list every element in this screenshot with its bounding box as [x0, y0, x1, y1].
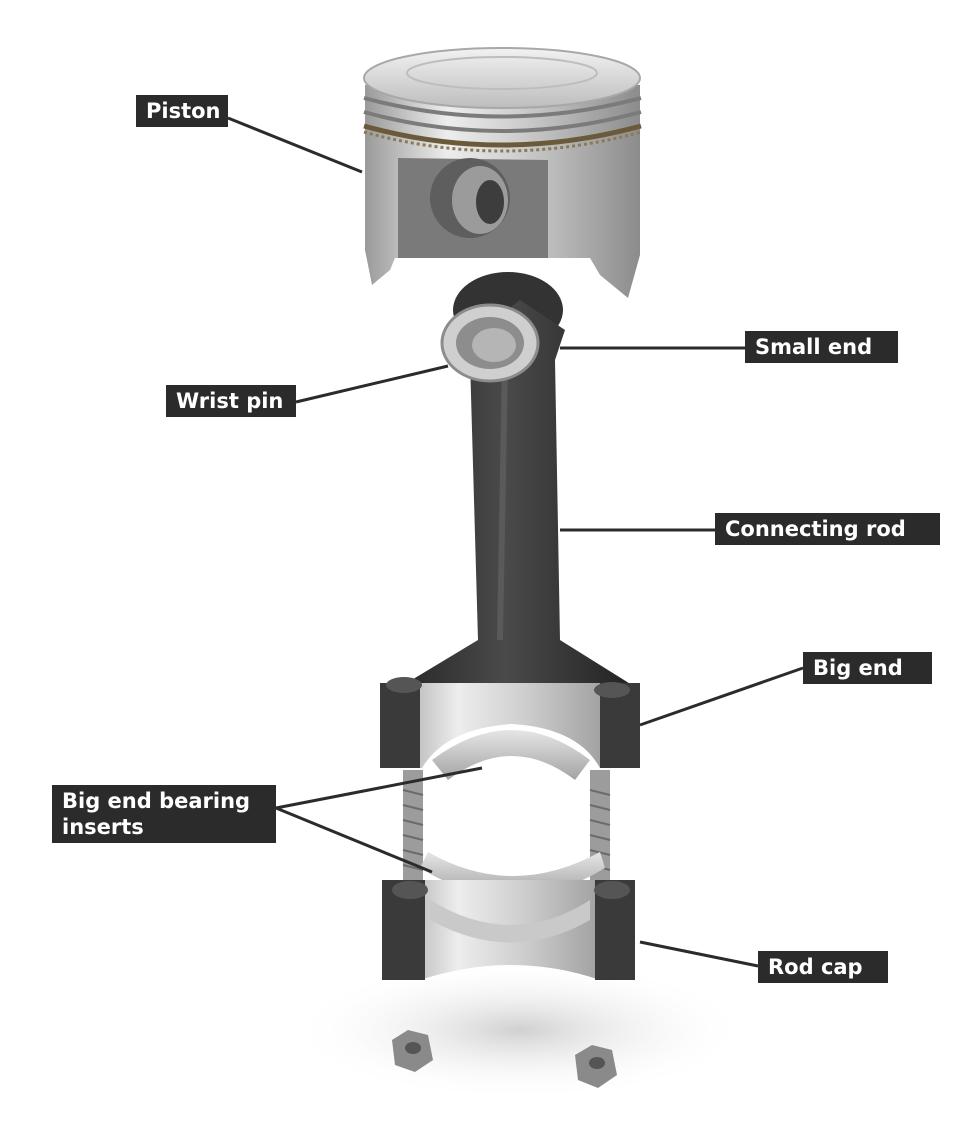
label-piston: Piston	[136, 95, 228, 127]
leader-wrist-pin	[295, 364, 449, 404]
label-wrist-pin: Wrist pin	[166, 385, 296, 417]
leader-big-end	[639, 666, 804, 727]
leader-bearing-lower	[275, 806, 433, 874]
label-big-end: Big end	[803, 652, 932, 684]
rod-cap-part	[382, 880, 635, 980]
label-bearing-inserts: Big end bearing inserts	[52, 785, 276, 843]
label-connecting-rod: Connecting rod	[715, 513, 940, 545]
leader-lines	[227, 116, 804, 968]
leader-rod-cap	[639, 940, 759, 968]
big-end-part	[380, 677, 640, 780]
floor-shadow	[290, 960, 750, 1100]
piston-part	[363, 47, 642, 298]
leader-piston	[227, 116, 363, 174]
nuts-part	[392, 1030, 617, 1088]
connecting-rod-part	[395, 272, 640, 690]
label-small-end: Small end	[745, 331, 898, 363]
leader-bearing-upper	[275, 766, 483, 810]
label-rod-cap: Rod cap	[758, 951, 888, 983]
